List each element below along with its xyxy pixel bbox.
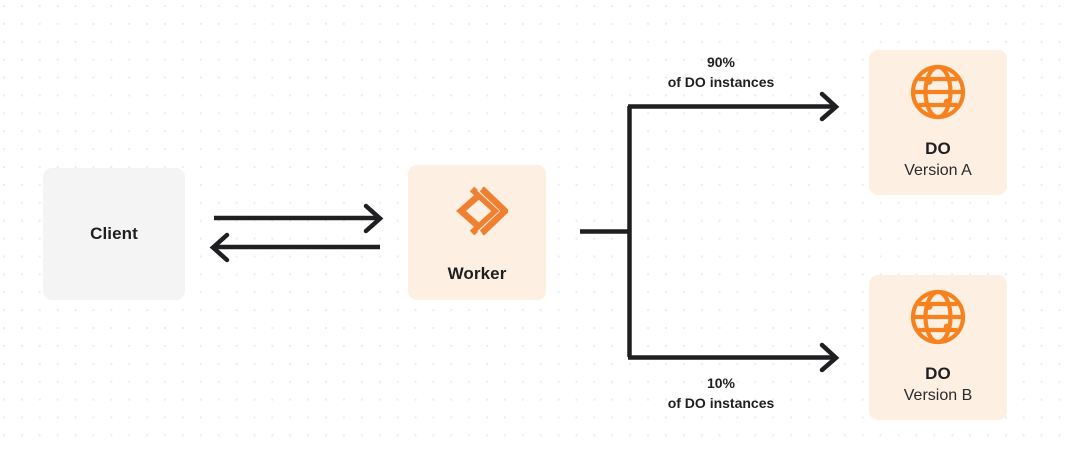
arrow-client-to-worker — [214, 203, 384, 234]
node-do-version-b[interactable]: DO Version B — [869, 275, 1007, 420]
node-worker-title: Worker — [447, 264, 507, 284]
edge-label-do-b-percent: 10% — [706, 375, 736, 391]
arrow-worker-to-do-a — [628, 91, 840, 122]
arrow-worker-to-client — [209, 232, 380, 263]
arrow-worker-to-do-b — [628, 342, 840, 373]
edge-label-do-b: 10% of DO instances — [627, 373, 815, 414]
edge-label-do-a-percent: 90% — [706, 54, 736, 70]
branch-splitter — [580, 106, 632, 357]
node-do-b-version: Version B — [903, 387, 973, 405]
node-client[interactable]: Client — [43, 168, 185, 300]
node-do-b-title: DO — [925, 363, 951, 383]
node-do-version-a[interactable]: DO Version A — [869, 50, 1007, 195]
node-worker[interactable]: Worker — [408, 165, 546, 300]
globe-icon — [909, 288, 967, 351]
cloudflare-workers-icon — [446, 180, 510, 247]
globe-icon — [909, 63, 967, 126]
node-do-a-version: Version A — [904, 162, 972, 180]
node-do-a-title: DO — [925, 138, 951, 158]
node-client-title: Client — [90, 224, 138, 244]
edge-label-do-b-caption: of DO instances — [667, 395, 775, 412]
edge-label-do-a: 90% of DO instances — [627, 52, 815, 93]
edge-label-do-a-caption: of DO instances — [667, 74, 775, 91]
